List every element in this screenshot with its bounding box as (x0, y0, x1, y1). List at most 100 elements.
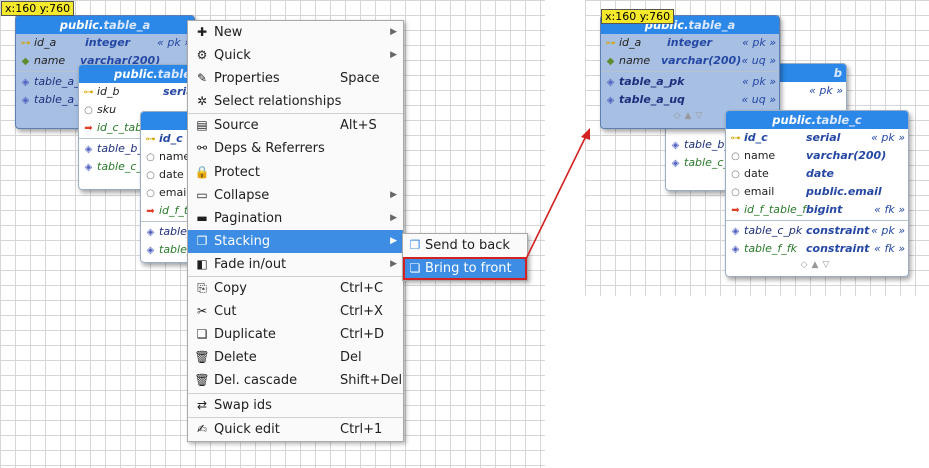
table-c-header: public.table_c (726, 111, 908, 129)
table-row: ⊶id_a integer« pk » (601, 34, 779, 52)
menu-item-quick[interactable]: ⚙Quick▶ (188, 44, 403, 67)
menu-item-label: Protect (214, 164, 260, 180)
fk-icon: ➡ (731, 205, 740, 216)
table-row: ⊶id_c serial« pk » (726, 129, 908, 147)
pagination-controls[interactable]: ◇▲▽ (673, 111, 707, 121)
source-icon: ▤ (196, 118, 208, 133)
table-row: ○name varchar(200) (726, 147, 908, 165)
canvas-after[interactable]: x:160 y:760 b « pk » ◈table_b_pk ◈table_… (585, 0, 929, 296)
del-cascade-icon: 🗑 (194, 373, 210, 388)
menu-item-label: Select relationships (214, 94, 342, 110)
menu-item-label: Delete (214, 350, 257, 366)
constraint-icon: ◈ (671, 140, 680, 151)
copy-icon: ⎘ (197, 281, 207, 296)
table-row: ○date date (726, 165, 908, 183)
table-row: ○date (141, 166, 326, 184)
chevron-right-icon: ▶ (390, 212, 397, 223)
uq-icon: ◆ (606, 56, 615, 67)
properties-icon: ✎ (196, 71, 208, 86)
collapse-icon: ▭ (196, 187, 208, 202)
menu-item-label: Source (214, 118, 259, 134)
menu-item-label: Pagination (214, 210, 283, 226)
menu-item-collapse[interactable]: ▭ Collapse ▶ (188, 184, 403, 207)
menu-shortcut: Shift+Del (340, 373, 403, 389)
menu-shortcut: Ctrl+1 (340, 421, 383, 437)
send-to-back-icon: ❐ (409, 238, 421, 252)
pk-icon: ⊶ (145, 134, 156, 145)
submenu-item-label: Bring to front (425, 261, 512, 277)
menu-item-label: New (214, 25, 243, 40)
duplicate-icon: ❏ (196, 327, 208, 342)
constraint-icon: ◈ (731, 226, 740, 237)
deps-icon: ⚯ (196, 141, 208, 156)
constraint-icon: ◈ (606, 95, 615, 106)
table-b-header: public.table_b (79, 65, 209, 83)
column-icon: ○ (731, 151, 740, 162)
menu-shortcut: Ctrl+X (340, 304, 383, 320)
delete-icon: 🗑 (194, 350, 210, 365)
table-row: ➡id_f_table_f bigint« fk » (726, 201, 908, 219)
constraint-icon: ◈ (84, 144, 93, 155)
menu-item-label: Properties (214, 71, 280, 87)
menu-item-label: Fade in/out (214, 256, 287, 272)
quick-edit-icon: ✍ (196, 421, 208, 436)
menu-item-label: Swap ids (214, 397, 272, 413)
menu-separator (188, 392, 403, 394)
pk-icon: ⊶ (20, 38, 31, 49)
chevron-right-icon: ▶ (390, 189, 397, 200)
chevron-right-icon: ▶ (390, 50, 397, 61)
constraint-icon: ◈ (146, 227, 155, 238)
bring-to-front-icon: ❏ (409, 261, 421, 276)
menu-item-new[interactable]: ✚New▶ (188, 21, 403, 44)
menu-item-label: Duplicate (214, 327, 276, 343)
menu-item-protect[interactable]: 🔒Protect (188, 161, 403, 184)
submenu-item-label: Send to back (425, 238, 510, 253)
chevron-right-icon: ▶ (390, 235, 397, 246)
pk-icon: ⊶ (83, 87, 94, 98)
table-c-after[interactable]: public.table_c ⊶id_c serial« pk » ○name … (725, 110, 909, 277)
menu-separator (188, 113, 403, 115)
submenu-item-bring-to-front[interactable]: ❏ Bring to front (403, 257, 527, 281)
column-icon: ○ (146, 170, 155, 181)
column-icon: ○ (146, 188, 155, 199)
constraint-icon: ◈ (146, 245, 155, 256)
submenu-item-send-to-back[interactable]: ❐ Send to back (403, 234, 527, 257)
relationships-icon: ✲ (196, 94, 208, 109)
menu-item-label: Quick (214, 48, 251, 64)
menu-shortcut: Ctrl+C (340, 281, 384, 297)
pk-icon: ⊶ (605, 38, 616, 49)
cut-icon: ✂ (196, 304, 208, 319)
table-row: ◈table_f_fk constraint« fk » (726, 240, 908, 258)
pagination-controls[interactable]: ◇▲▽ (800, 260, 834, 270)
constraint-icon: ◈ (84, 162, 93, 173)
table-row: ⊶id_c (141, 130, 326, 148)
menu-item-pagination[interactable]: ▬Pagination▶ (188, 207, 403, 230)
menu-separator (188, 416, 403, 418)
menu-item-label: Collapse (214, 187, 270, 203)
table-row: « pk » (809, 84, 843, 97)
stacking-submenu[interactable]: ❐ Send to back ❏ Bring to front (402, 233, 528, 282)
stacking-icon: ❐ (196, 233, 208, 248)
chevron-right-icon: ▶ (390, 258, 397, 269)
table-a-header: public.table_a (16, 16, 194, 34)
pk-icon: ⊶ (730, 133, 741, 144)
menu-item-swap-ids[interactable]: ⇄Swap ids (188, 394, 403, 417)
column-icon: ○ (731, 187, 740, 198)
constraint-icon: ◈ (21, 77, 30, 88)
menu-item-stacking[interactable]: ❐Stacking▶ (188, 229, 403, 253)
menu-item-fade-in-out[interactable]: ◧Fade in/out▶ (188, 253, 403, 276)
coordinate-label: x:160 y:760 (601, 9, 675, 24)
menu-item-select-relationships[interactable]: ✲ Select relationships (188, 90, 403, 113)
table-row: ⊶id_a integer« pk » (16, 34, 194, 52)
menu-item-deps-referrers[interactable]: ⚯Deps & Referrers (188, 137, 403, 160)
